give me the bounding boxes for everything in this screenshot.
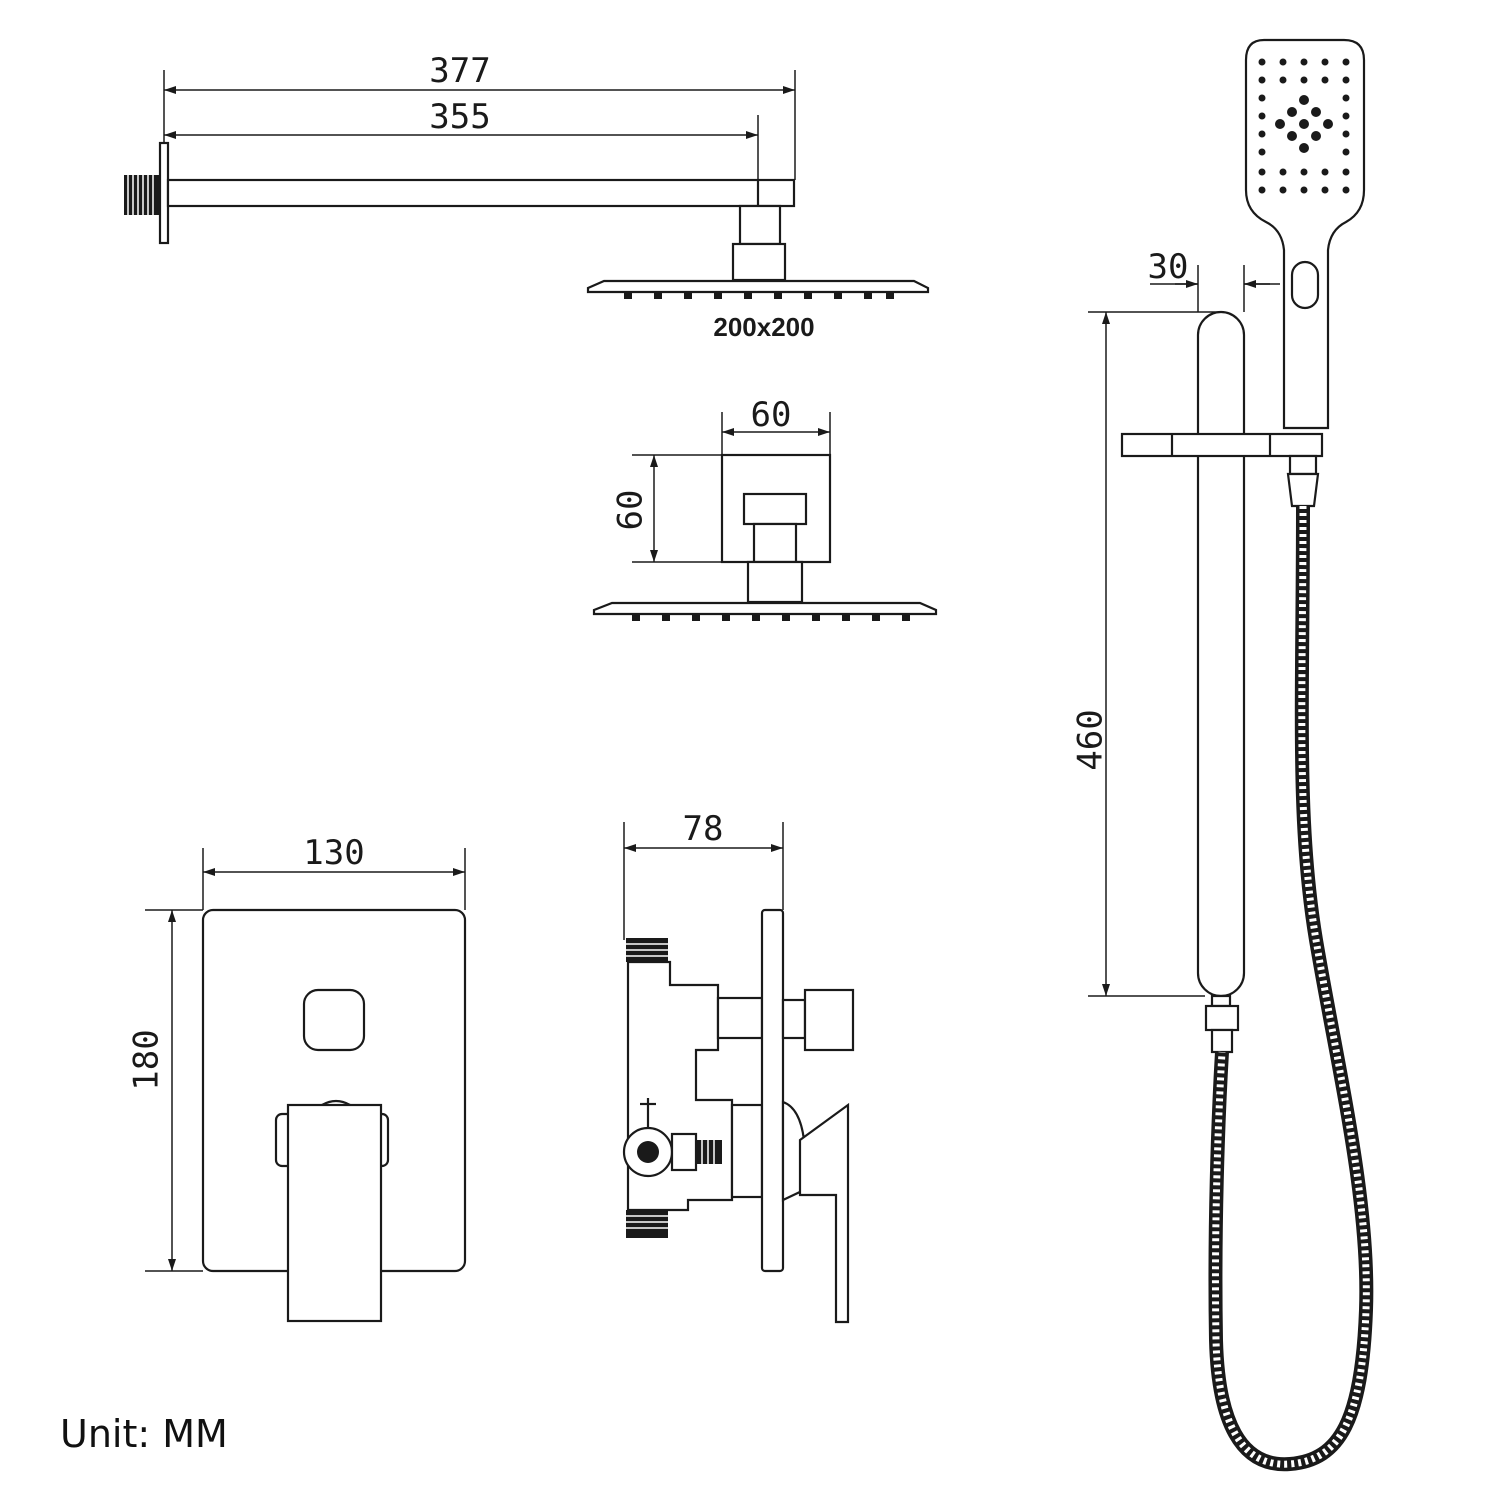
slider-bracket: [1120, 432, 1324, 458]
spray-nozzles: [1258, 58, 1350, 194]
ceiling-head-nozzles: [632, 614, 910, 621]
dim-mount-height: 60: [611, 490, 651, 531]
ceiling-mount-view: 60 60: [592, 395, 938, 621]
rain-shower-head: [586, 279, 930, 294]
valve-side-view: 78: [622, 809, 855, 1324]
cartridge-stem: [730, 1103, 764, 1199]
side-nut: [670, 1132, 698, 1172]
cover-plate-side: [760, 908, 785, 1273]
lever-handle-side: [798, 1102, 850, 1324]
dim-plate-width: 130: [303, 833, 364, 873]
swivel-joint: [738, 204, 782, 246]
rain-head-size-label: 200x200: [713, 312, 814, 342]
dim-valve-depth: 78: [683, 809, 724, 849]
mount-neck: [752, 522, 798, 564]
diverter-stem: [716, 996, 764, 1040]
threaded-connector: [124, 175, 160, 215]
head-connector: [746, 560, 804, 604]
outlet-nut: [1204, 1004, 1240, 1032]
valve-handle: [286, 1103, 383, 1323]
valve-trim-front-view: 130 180: [127, 833, 467, 1323]
bottom-outlet-thread: [626, 1210, 668, 1238]
diverter-button: [302, 988, 366, 1052]
spray-button: [1290, 260, 1320, 310]
wall-flange: [158, 141, 170, 245]
dim-bar-offset: 30: [1148, 247, 1189, 287]
dim-mount-width: 60: [751, 395, 792, 435]
slide-bar-view: 30 460: [1071, 38, 1374, 1472]
wall-shower-arm-view: 377 355 200x200: [124, 51, 930, 342]
diverter-knob: [803, 988, 855, 1052]
hand-shower: [1244, 38, 1366, 430]
diverter-knob-base: [781, 998, 807, 1040]
dim-arm-inner: 355: [429, 97, 490, 137]
head-neck: [731, 242, 787, 282]
mount-nut: [742, 492, 808, 526]
hose-cone: [1286, 472, 1320, 508]
slide-bar: [1196, 310, 1246, 998]
dim-plate-height: 180: [127, 1029, 167, 1090]
ceiling-rain-head: [592, 601, 938, 616]
hose-swivel: [1288, 454, 1318, 476]
dim-bar-height: 460: [1071, 709, 1111, 770]
dim-arm-total: 377: [429, 51, 490, 91]
shower-arm: [166, 178, 796, 208]
unit-label: Unit: MM: [60, 1412, 228, 1456]
braided-hose: [1208, 505, 1374, 1472]
rain-head-nozzles: [624, 292, 894, 299]
